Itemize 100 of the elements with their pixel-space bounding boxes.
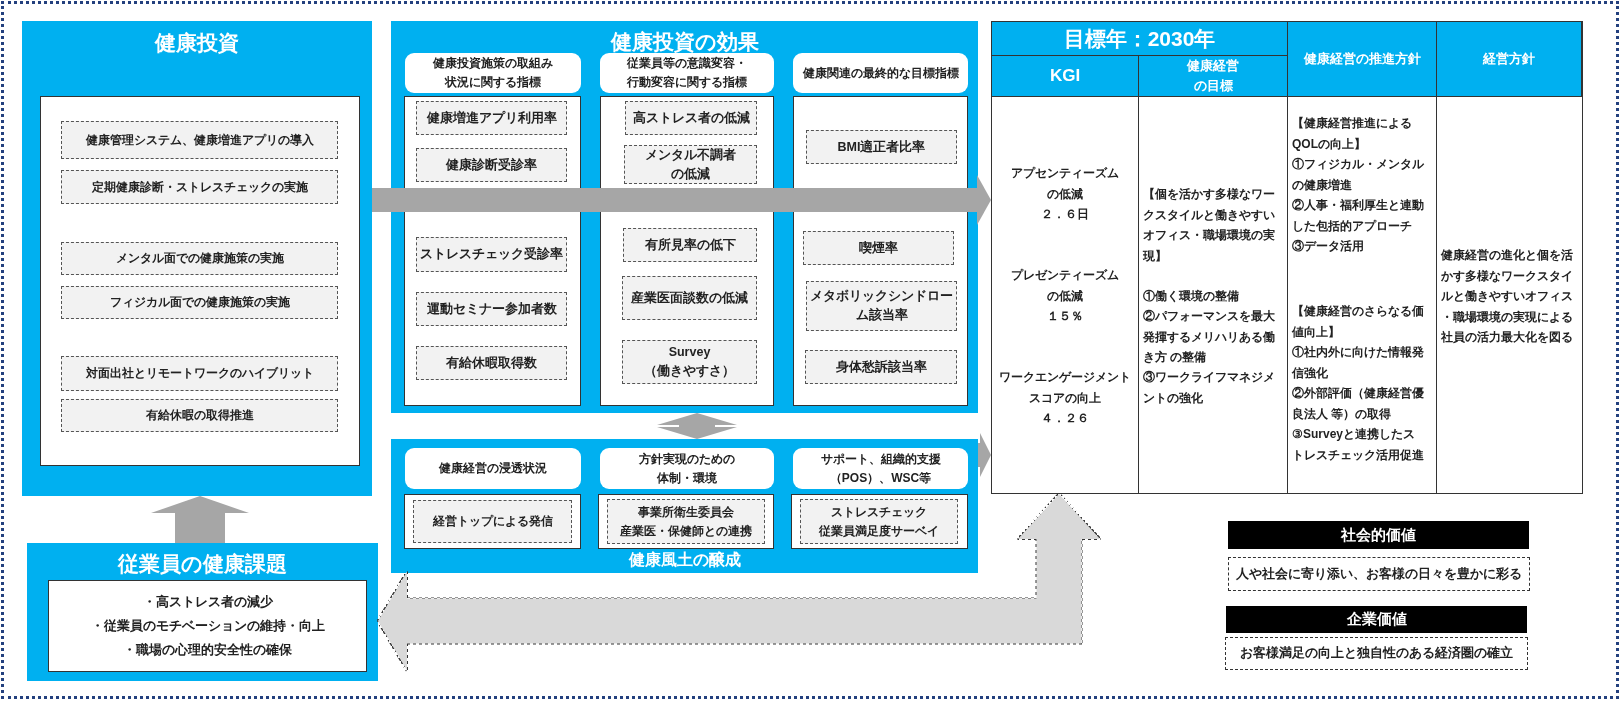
item-text: ストレスチェック	[831, 503, 927, 521]
goal-item: ③ワークライフマネジメントの強化	[1143, 369, 1276, 407]
header-text: 健康関連の最終的な目標指標	[802, 64, 959, 82]
header-cell: KGI	[992, 56, 1139, 97]
statement-box	[1225, 637, 1528, 670]
item-text: 有給休暇取得数	[446, 354, 537, 372]
goal-table	[991, 21, 1583, 494]
header-cell: 健康経営の推進方針	[1288, 22, 1437, 97]
item-text: 運動セミナー参加者数	[426, 300, 557, 318]
item-text: メンタル不調者の低減	[644, 146, 737, 183]
panel-title: 健康風土の醸成	[628, 550, 741, 570]
item-box	[800, 499, 958, 544]
column-box	[600, 96, 774, 406]
item-box	[607, 499, 765, 544]
column-header	[405, 448, 581, 489]
card-box	[404, 494, 581, 549]
item-text: 身体愁訴該当率	[835, 358, 927, 376]
column-header	[600, 53, 774, 93]
item-text: 有所見率の低下	[644, 236, 736, 254]
item-box	[416, 292, 567, 326]
item-box	[61, 170, 338, 204]
column-box	[404, 96, 581, 406]
bullet-list-box	[48, 580, 367, 672]
item-box	[416, 237, 567, 272]
header-cell: 健康経営の目標	[1139, 56, 1288, 97]
statement-text: お客様満足の向上と独自性のある経済圏の確立	[1240, 645, 1513, 662]
table-title: 目標年：2030年	[1063, 28, 1216, 49]
heading-bar	[1226, 606, 1527, 633]
item-text: 健康診断受診率	[446, 156, 537, 174]
item-text: 事業所衛生委員会	[638, 503, 734, 521]
item-text: 産業医面談数の低減	[631, 289, 748, 307]
double-headed-arrow	[657, 413, 737, 439]
policy-item: ①フィジカル・メンタルの健康増進	[1292, 156, 1425, 194]
double-headed-arrow	[378, 494, 1100, 671]
policy-item: ③Surveyと連携したストレスチェック活用促進	[1292, 426, 1425, 464]
item-text: 喫煙率	[859, 239, 898, 257]
item-box	[61, 242, 338, 275]
header-text: サポート、組織的支援（POS）、WSC等	[819, 450, 942, 487]
statement-box	[1228, 557, 1530, 591]
kgi-label: アプセンティーズムの低減	[1010, 165, 1120, 203]
card-box	[791, 494, 968, 549]
item-text: メンタル面での健康施策の実施	[115, 250, 284, 267]
item-box	[416, 346, 567, 380]
header-cell: 経営方針	[1437, 22, 1582, 97]
goal-item: ②パフォーマンスを最大発揮するメリハリある働き方 の整備	[1143, 308, 1276, 366]
heading-bar	[1228, 521, 1529, 549]
item-box	[625, 101, 757, 135]
arrow	[372, 175, 991, 225]
item-box	[413, 500, 572, 543]
policy-heading: 【健康経営推進によるQOLの向上】	[1292, 115, 1413, 153]
bullet-text: ・職場の心理的安全性の確保	[123, 641, 292, 659]
item-text: （働きやすさ）	[644, 363, 735, 380]
item-box	[61, 286, 338, 319]
header-text: 方針実現のための体制・環境	[638, 450, 736, 487]
item-text: Survey	[668, 344, 711, 361]
column-header	[793, 53, 968, 93]
arrow	[151, 496, 249, 543]
arrow	[978, 433, 991, 477]
item-box	[622, 276, 757, 320]
item-box	[61, 121, 338, 159]
goal-item: ①働く環境の整備	[1143, 288, 1239, 305]
kgi-value: ２．６日	[1041, 206, 1089, 223]
goal-heading: 【個を活かす多様なワークスタイルと働きやすいオフィス・職場環境の実現】	[1143, 186, 1276, 265]
item-box	[803, 231, 954, 265]
item-text: 高ストレス者の低減	[632, 109, 750, 127]
kgi-value: ４．２６	[1041, 410, 1089, 427]
item-box	[61, 399, 338, 432]
item-box	[623, 228, 757, 262]
panel-title: 健康投資の効果	[610, 29, 759, 54]
header-text: 従業員等の意識変容・行動変容に関する指標	[626, 55, 748, 91]
list-box	[40, 96, 360, 466]
item-text: 対面出社とリモートワークのハイブリット	[85, 365, 314, 382]
item-text: BMI適正者比率	[837, 138, 926, 156]
column-box	[793, 96, 968, 406]
item-box	[806, 130, 957, 164]
bullet-text: ・従業員のモチベーションの維持・向上	[90, 617, 325, 635]
item-text: 従業員満足度サーベイ	[819, 522, 939, 540]
item-text: 健康管理システム、健康増進アプリの導入	[85, 131, 314, 149]
panel-title: 健康投資	[155, 30, 239, 55]
section-panel	[22, 21, 372, 496]
item-text: ストレスチェック受診率	[420, 246, 563, 263]
item-box	[624, 145, 757, 184]
item-box	[805, 350, 957, 384]
policy-item: ②人事・福利厚生と連動した包括的アプローチ	[1292, 197, 1425, 235]
item-box	[416, 101, 567, 135]
policy-item: ③データ活用	[1292, 238, 1364, 255]
bullet-text: ・高ストレス者の減少	[142, 593, 273, 611]
policy-item: ②外部評価（健康経営優良法人 等）の取得	[1292, 385, 1425, 423]
heading-text: 企業価値	[1346, 610, 1407, 629]
item-box	[61, 356, 338, 391]
header-text: 健康投資施策の取組み状況に関する指標	[432, 55, 554, 91]
item-box	[806, 281, 957, 331]
item-text: 定期健康診断・ストレスチェックの実施	[91, 178, 308, 196]
header-text: 健康経営の浸透状況	[439, 460, 547, 477]
policy-item: ①社内外に向けた情報発信強化	[1292, 344, 1425, 382]
item-text: 有給休暇の取得推進	[145, 407, 254, 424]
kgi-value: １５％	[1047, 308, 1083, 325]
card-box	[598, 494, 774, 549]
item-text: 産業医・保健師との連携	[620, 522, 752, 540]
kgi-label: ワークエンゲージメントスコアの向上	[998, 369, 1132, 407]
